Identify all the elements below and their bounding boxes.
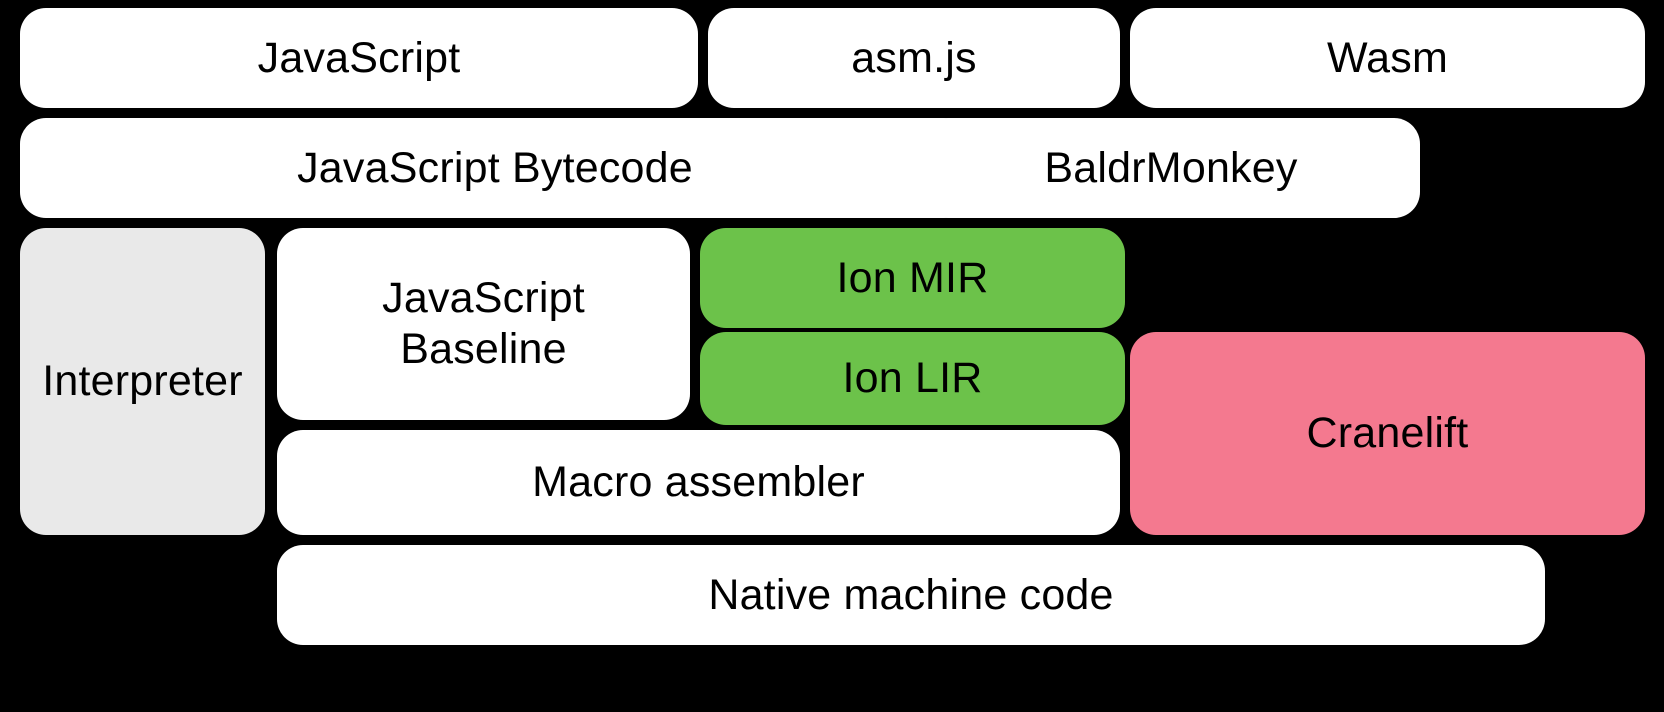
box-native-machine-code[interactable]: Native machine code xyxy=(277,545,1545,645)
box-javascript-bytecode[interactable]: JavaScript Bytecode xyxy=(20,118,970,218)
box-ion-lir[interactable]: Ion LIR xyxy=(700,332,1125,425)
box-macro-assembler[interactable]: Macro assembler xyxy=(277,430,1120,535)
box-javascript[interactable]: JavaScript xyxy=(20,8,698,108)
box-ion-mir[interactable]: Ion MIR xyxy=(700,228,1125,328)
box-asm-js[interactable]: asm.js xyxy=(708,8,1120,108)
box-wasm[interactable]: Wasm xyxy=(1130,8,1645,108)
box-interpreter[interactable]: Interpreter xyxy=(20,228,265,535)
box-baldrmonkey[interactable]: BaldrMonkey xyxy=(922,118,1420,218)
box-javascript-baseline[interactable]: JavaScript Baseline xyxy=(277,228,690,420)
box-cranelift[interactable]: Cranelift xyxy=(1130,332,1645,535)
